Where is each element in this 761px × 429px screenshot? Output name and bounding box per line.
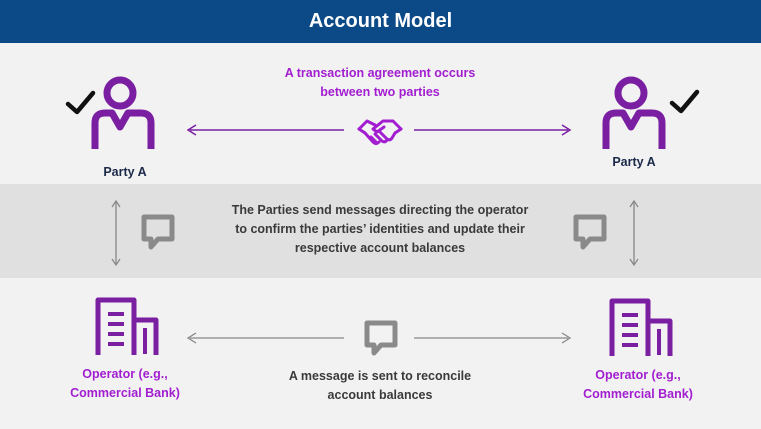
bottom-message-line-1: A message is sent to reconcile [288, 369, 472, 383]
top-message: A transaction agreement occurs between t… [230, 64, 530, 102]
arrow-vertical-right [629, 199, 639, 267]
arrow-left-bottom [186, 332, 344, 344]
building-icon [95, 297, 159, 355]
party-right-label: Party A [612, 155, 656, 169]
operator-left-label: Operator (e.g., Commercial Bank) [50, 365, 200, 403]
arrow-right-top [414, 124, 572, 136]
handshake-icon [357, 119, 403, 145]
speech-bubble-icon [141, 214, 175, 250]
operator-right-line-2: Commercial Bank) [583, 387, 693, 401]
arrow-left-top [186, 124, 344, 136]
checkmark-icon [669, 89, 700, 114]
operator-right-line-1: Operator (e.g., [595, 368, 681, 382]
top-message-line-2: between two parties [320, 85, 440, 99]
operator-left-line-2: Commercial Bank) [70, 386, 180, 400]
arrow-vertical-left [111, 199, 121, 267]
middle-message-line-1: The Parties send messages directing the … [231, 203, 529, 217]
top-message-line-1: A transaction agreement occurs [284, 66, 476, 80]
operator-left-line-1: Operator (e.g., [82, 367, 168, 381]
building-icon [609, 298, 673, 356]
middle-message-line-2: to confirm the parties’ identities and u… [235, 222, 525, 236]
speech-bubble-icon [364, 320, 398, 356]
header-title: Account Model [0, 0, 761, 43]
party-left-label: Party A [103, 165, 147, 179]
middle-message-line-3: respective account balances [294, 241, 466, 255]
bottom-message-line-2: account balances [327, 388, 433, 402]
bottom-message: A message is sent to reconcile account b… [260, 367, 500, 405]
middle-message: The Parties send messages directing the … [180, 201, 580, 258]
speech-bubble-icon [573, 214, 607, 250]
operator-right-label: Operator (e.g., Commercial Bank) [563, 366, 713, 404]
person-icon [91, 76, 155, 149]
person-icon [602, 76, 666, 149]
checkmark-icon [65, 90, 96, 115]
arrow-right-bottom [414, 332, 572, 344]
